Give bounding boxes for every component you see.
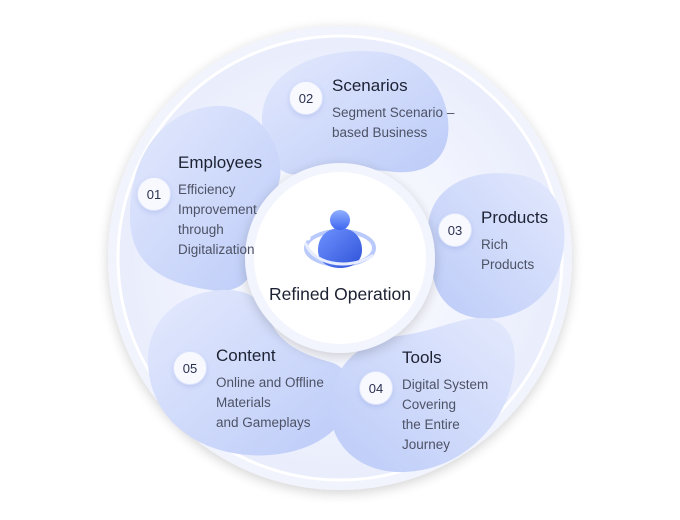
desc-products: Rich Products (481, 237, 535, 272)
petal-tools (329, 317, 515, 473)
user-globe-icon (304, 210, 376, 268)
title-products: Products (481, 208, 549, 227)
badge-products: 03 (438, 213, 472, 247)
petal-employees (129, 105, 281, 291)
badge-scenarios: 02 (289, 81, 323, 115)
title-content: Content (216, 346, 276, 365)
desc-employees: Efficiency Improvement through Digitaliz… (178, 182, 257, 257)
center-label: Refined Operation (268, 284, 412, 304)
badge-employees: 01 (137, 177, 171, 211)
title-tools: Tools (402, 348, 442, 367)
desc-tools: Digital System Covering the Entire Journ… (402, 377, 489, 452)
title-scenarios: Scenarios (332, 76, 408, 95)
title-employees: Employees (178, 153, 263, 172)
desc-scenarios: Segment Scenario – based Business (332, 105, 455, 140)
desc-content: Online and Offline Materials and Gamepla… (216, 375, 324, 430)
badge-content: 05 (173, 351, 207, 385)
petal-content (148, 289, 352, 456)
petal-products (428, 173, 565, 319)
badge-tools: 04 (359, 371, 393, 405)
